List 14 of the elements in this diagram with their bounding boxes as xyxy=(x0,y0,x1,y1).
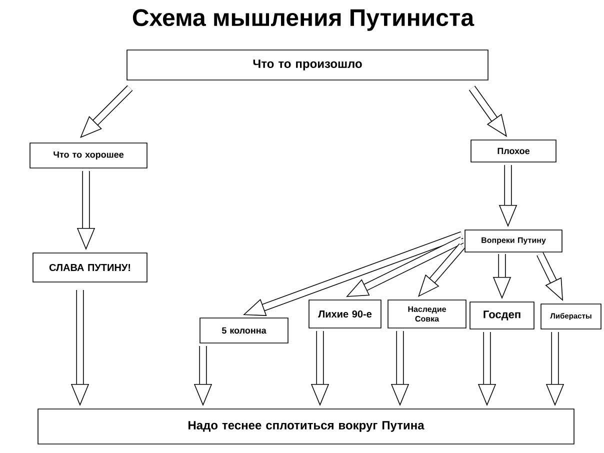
process-box: Что то хорошее xyxy=(30,142,148,168)
process-box: Госдеп xyxy=(470,302,534,330)
process-box: Наследие Совка xyxy=(388,300,466,328)
title: Схема мышления Путиниста xyxy=(132,9,474,31)
process-box: 5 колонна xyxy=(200,318,288,344)
block-arrow xyxy=(80,85,133,138)
process-box: Что то произошло xyxy=(126,50,488,80)
process-box: Плохое xyxy=(470,140,556,162)
process-box: СЛАВА ПУТИНУ! xyxy=(32,252,148,282)
process-box: Надо теснее сплотиться вокруг Путина xyxy=(38,408,574,444)
block-arrow xyxy=(468,86,507,137)
block-arrow xyxy=(418,244,465,297)
process-box: Вопреки Путину xyxy=(464,230,562,252)
process-box: Лихие 90-е xyxy=(308,300,382,328)
